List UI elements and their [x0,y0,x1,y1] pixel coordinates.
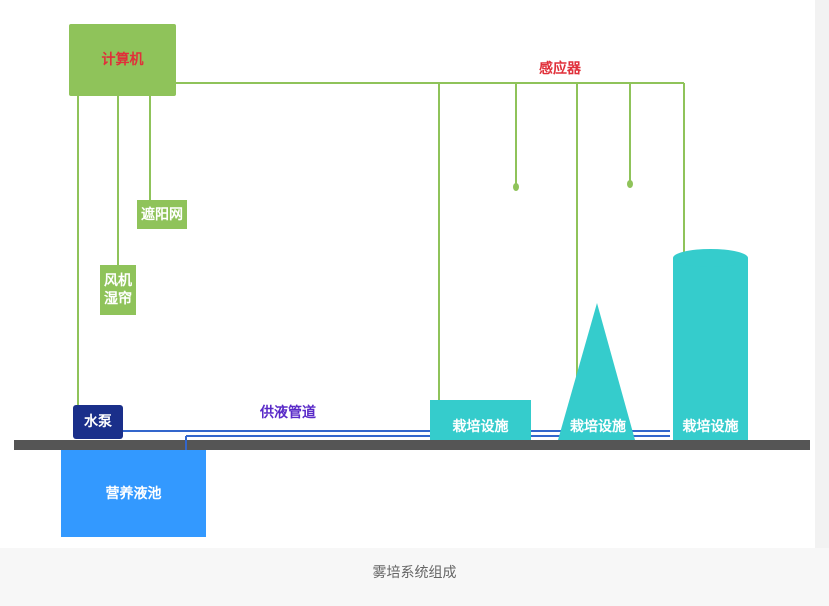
fan-label: 风机 [104,273,132,289]
shade-net-box: 遮阳网 [137,200,187,229]
shade-net-label: 遮阳网 [141,206,183,223]
fan-curtain-box: 风机 湿帘 [100,265,136,315]
cultivation-label-3: 栽培设施 [682,419,739,435]
panel-edge [815,0,829,548]
cultivation-label-2-wrap: 栽培设施 [558,416,638,438]
sensor-probe-4 [627,180,633,188]
cultivation-cone-shape [558,303,635,440]
cultivation-label-2: 栽培设施 [570,419,626,435]
figure-caption: 雾培系统组成 [372,565,457,581]
pump-label: 水泵 [84,414,112,430]
cultivation-cylinder-body [673,258,748,440]
sensor-label: 感应器 [539,61,581,77]
nutrient-pool-label: 营养液池 [105,485,162,502]
pump-box: 水泵 [73,405,123,439]
cultivation-box-1: 栽培设施 [430,400,531,440]
cultivation-label-1: 栽培设施 [452,419,509,435]
nutrient-pool-box: 营养液池 [61,450,206,537]
sensor-probe-2 [513,183,519,191]
computer-box: 计算机 [69,24,176,96]
computer-label: 计算机 [101,52,144,68]
supply-pipe-label: 供液管道 [260,405,316,421]
curtain-label: 湿帘 [104,291,132,307]
cultivation-cylinder-top [673,249,748,267]
cultivation-label-3-wrap: 栽培设施 [673,416,748,438]
ground-bar [14,440,810,450]
